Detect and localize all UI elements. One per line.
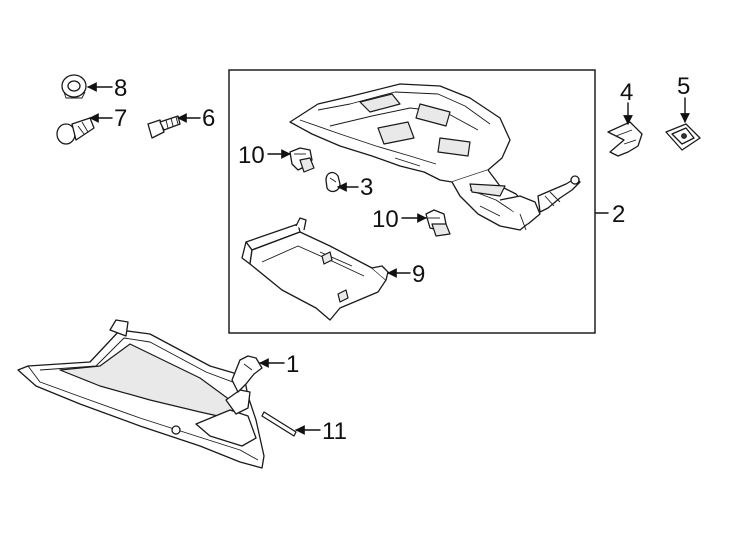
callout-7: 7 — [114, 105, 127, 132]
callout-10-upper: 10 — [238, 142, 265, 169]
glove-box-housing-drawing — [289, 83, 581, 231]
callout-6: 6 — [202, 105, 215, 132]
screw-drawing — [56, 117, 95, 145]
callout-8: 8 — [114, 75, 127, 102]
bumper-drawing — [325, 171, 341, 193]
callout-1: 1 — [286, 351, 299, 378]
bin-drawing — [241, 217, 389, 321]
callout-9: 9 — [412, 261, 425, 288]
callout-2: 2 — [612, 201, 625, 228]
callout-5: 5 — [677, 73, 690, 100]
callout-4: 4 — [620, 79, 633, 106]
glove-box-door-drawing — [17, 319, 265, 469]
clip-drawing — [607, 121, 643, 157]
callout-11: 11 — [322, 418, 347, 445]
callout-3: 3 — [360, 174, 373, 201]
latch-clip-upper-drawing — [289, 147, 315, 173]
pin-drawing — [261, 411, 297, 437]
latch-clip-lower-drawing — [425, 209, 451, 237]
callout-10-lower: 10 — [372, 206, 399, 233]
assembly-frame — [228, 69, 596, 334]
callout-labels: 8 7 6 10 3 10 9 1 11 4 5 2 — [114, 73, 690, 445]
bolt-drawing — [147, 115, 181, 139]
nut-drawing — [665, 123, 701, 151]
washer-drawing — [61, 74, 87, 99]
leaders — [87, 82, 690, 435]
